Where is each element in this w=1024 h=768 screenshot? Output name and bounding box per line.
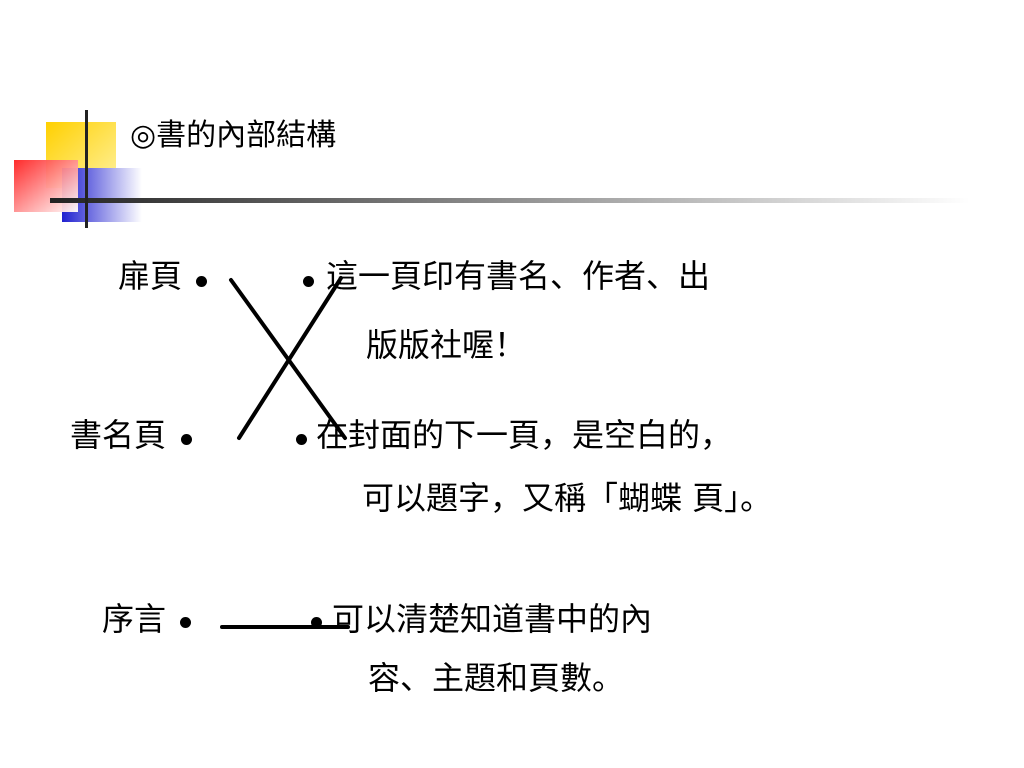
row-3-right-dot [311, 617, 322, 628]
row-1-desc-line-1: 這一頁印有書名、作者、出 [326, 257, 711, 295]
row-1-left-dot [196, 276, 207, 287]
row-2-label: 書名頁 [70, 416, 167, 454]
row-2-right-dot [296, 434, 307, 445]
header-decoration [14, 110, 970, 228]
page-title: ◎書的內部結構 [130, 118, 337, 153]
row-1-right-dot [303, 276, 314, 287]
header-rule [50, 198, 970, 203]
row-3-desc-line-2: 容、主題和頁數。 [368, 659, 625, 697]
match-line-2 [237, 276, 343, 440]
row-1-label: 扉頁 [118, 257, 183, 295]
row-2-desc-line-1: 在封面的下一頁，是空白的， [316, 416, 733, 454]
row-2-left-dot [181, 434, 192, 445]
red-square [14, 160, 78, 212]
row-3-desc-line-1: 可以清楚知道書中的內 [332, 600, 653, 638]
row-2-desc-line-2: 可以題字，又稱「蝴蝶 頁」。 [362, 479, 773, 517]
header-vertical-bar [85, 110, 88, 228]
row-3-label: 序言 [102, 600, 167, 638]
row-3-left-dot [180, 617, 191, 628]
row-1-desc-line-2: 版版社喔！ [366, 326, 527, 364]
